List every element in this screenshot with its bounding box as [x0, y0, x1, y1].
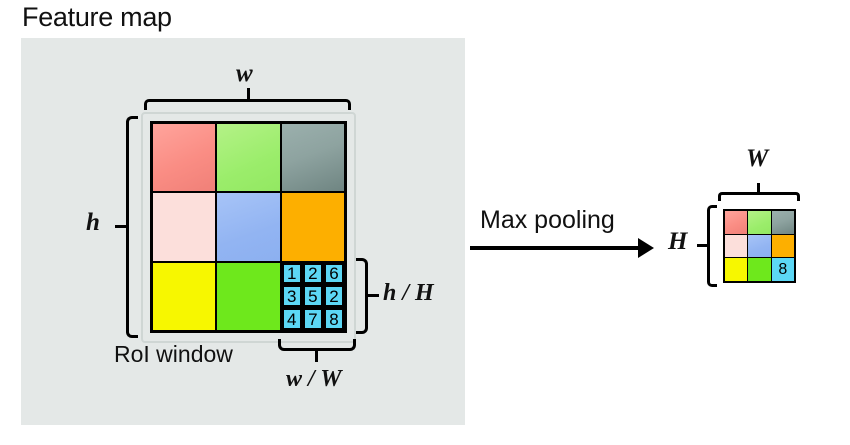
subgrid-cell-r1c2: 2: [302, 262, 323, 285]
label-h-over-H: h / H: [383, 280, 434, 306]
output-cell-r3c1: [725, 258, 748, 281]
pooling-subgrid: 1 2 6 3 5 2 4 7 8: [281, 262, 344, 330]
feature-grid: 1 2 6 3 5 2 4 7 8: [150, 121, 347, 333]
roi-window-frame: [141, 112, 356, 343]
w-over-W-bracket-tick: [315, 350, 318, 362]
arrow-icon-line: [470, 246, 646, 250]
feature-cell-r2c3: [281, 193, 344, 261]
label-w: w: [236, 60, 253, 87]
w-over-W-bracket: [278, 339, 356, 351]
feature-cell-r3c1: [153, 262, 216, 330]
output-cell-r1c1: [725, 211, 748, 234]
output-height-bracket-tick: [697, 244, 708, 247]
subgrid-cell-r1c1: 1: [281, 262, 302, 285]
output-width-bracket: [718, 192, 800, 201]
subgrid-cell-r2c2: 5: [302, 285, 323, 308]
feature-cell-r3c3: 1 2 6 3 5 2 4 7 8: [281, 262, 344, 330]
output-cell-r2c1: [725, 234, 748, 258]
h-over-H-bracket-tick: [367, 294, 379, 297]
subgrid-cell-r2c3: 2: [323, 285, 344, 308]
subgrid-cell-r3c1: 4: [281, 308, 302, 330]
h-over-H-bracket: [356, 258, 368, 334]
output-cell-r3c2: [748, 258, 771, 281]
label-H: H: [668, 228, 688, 255]
height-bracket: [126, 116, 138, 338]
output-height-bracket: [707, 205, 717, 287]
output-cell-r3c3: 8: [771, 258, 794, 281]
output-cell-r2c2: [748, 234, 771, 258]
label-w-over-W: w / W: [286, 366, 342, 392]
subgrid-cell-r1c3: 6: [323, 262, 344, 285]
output-grid: 8: [723, 209, 796, 283]
subgrid-cell-r3c2: 7: [302, 308, 323, 330]
feature-cell-r3c2: [217, 262, 280, 330]
feature-cell-r2c2: [217, 193, 280, 261]
roi-window-label: RoI window: [114, 341, 233, 367]
label-h: h: [86, 209, 100, 236]
width-bracket-tick: [247, 88, 250, 100]
label-W: W: [746, 145, 769, 172]
page-title: Feature map: [22, 2, 172, 32]
output-cell-r1c3: [771, 211, 794, 234]
subgrid-cell-r2c1: 3: [281, 285, 302, 308]
width-bracket: [144, 99, 351, 110]
arrow-right-icon: [638, 238, 654, 258]
feature-cell-r1c2: [217, 124, 280, 192]
output-cell-r2c3: [771, 234, 794, 258]
max-pooling-label: Max pooling: [480, 206, 615, 234]
output-width-bracket-tick: [757, 183, 760, 193]
output-cell-r1c2: [748, 211, 771, 234]
height-bracket-tick: [115, 225, 127, 228]
subgrid-cell-r3c3: 8: [323, 308, 344, 330]
feature-cell-r1c3: [281, 124, 344, 192]
feature-cell-r2c1: [153, 193, 216, 261]
feature-cell-r1c1: [153, 124, 216, 192]
